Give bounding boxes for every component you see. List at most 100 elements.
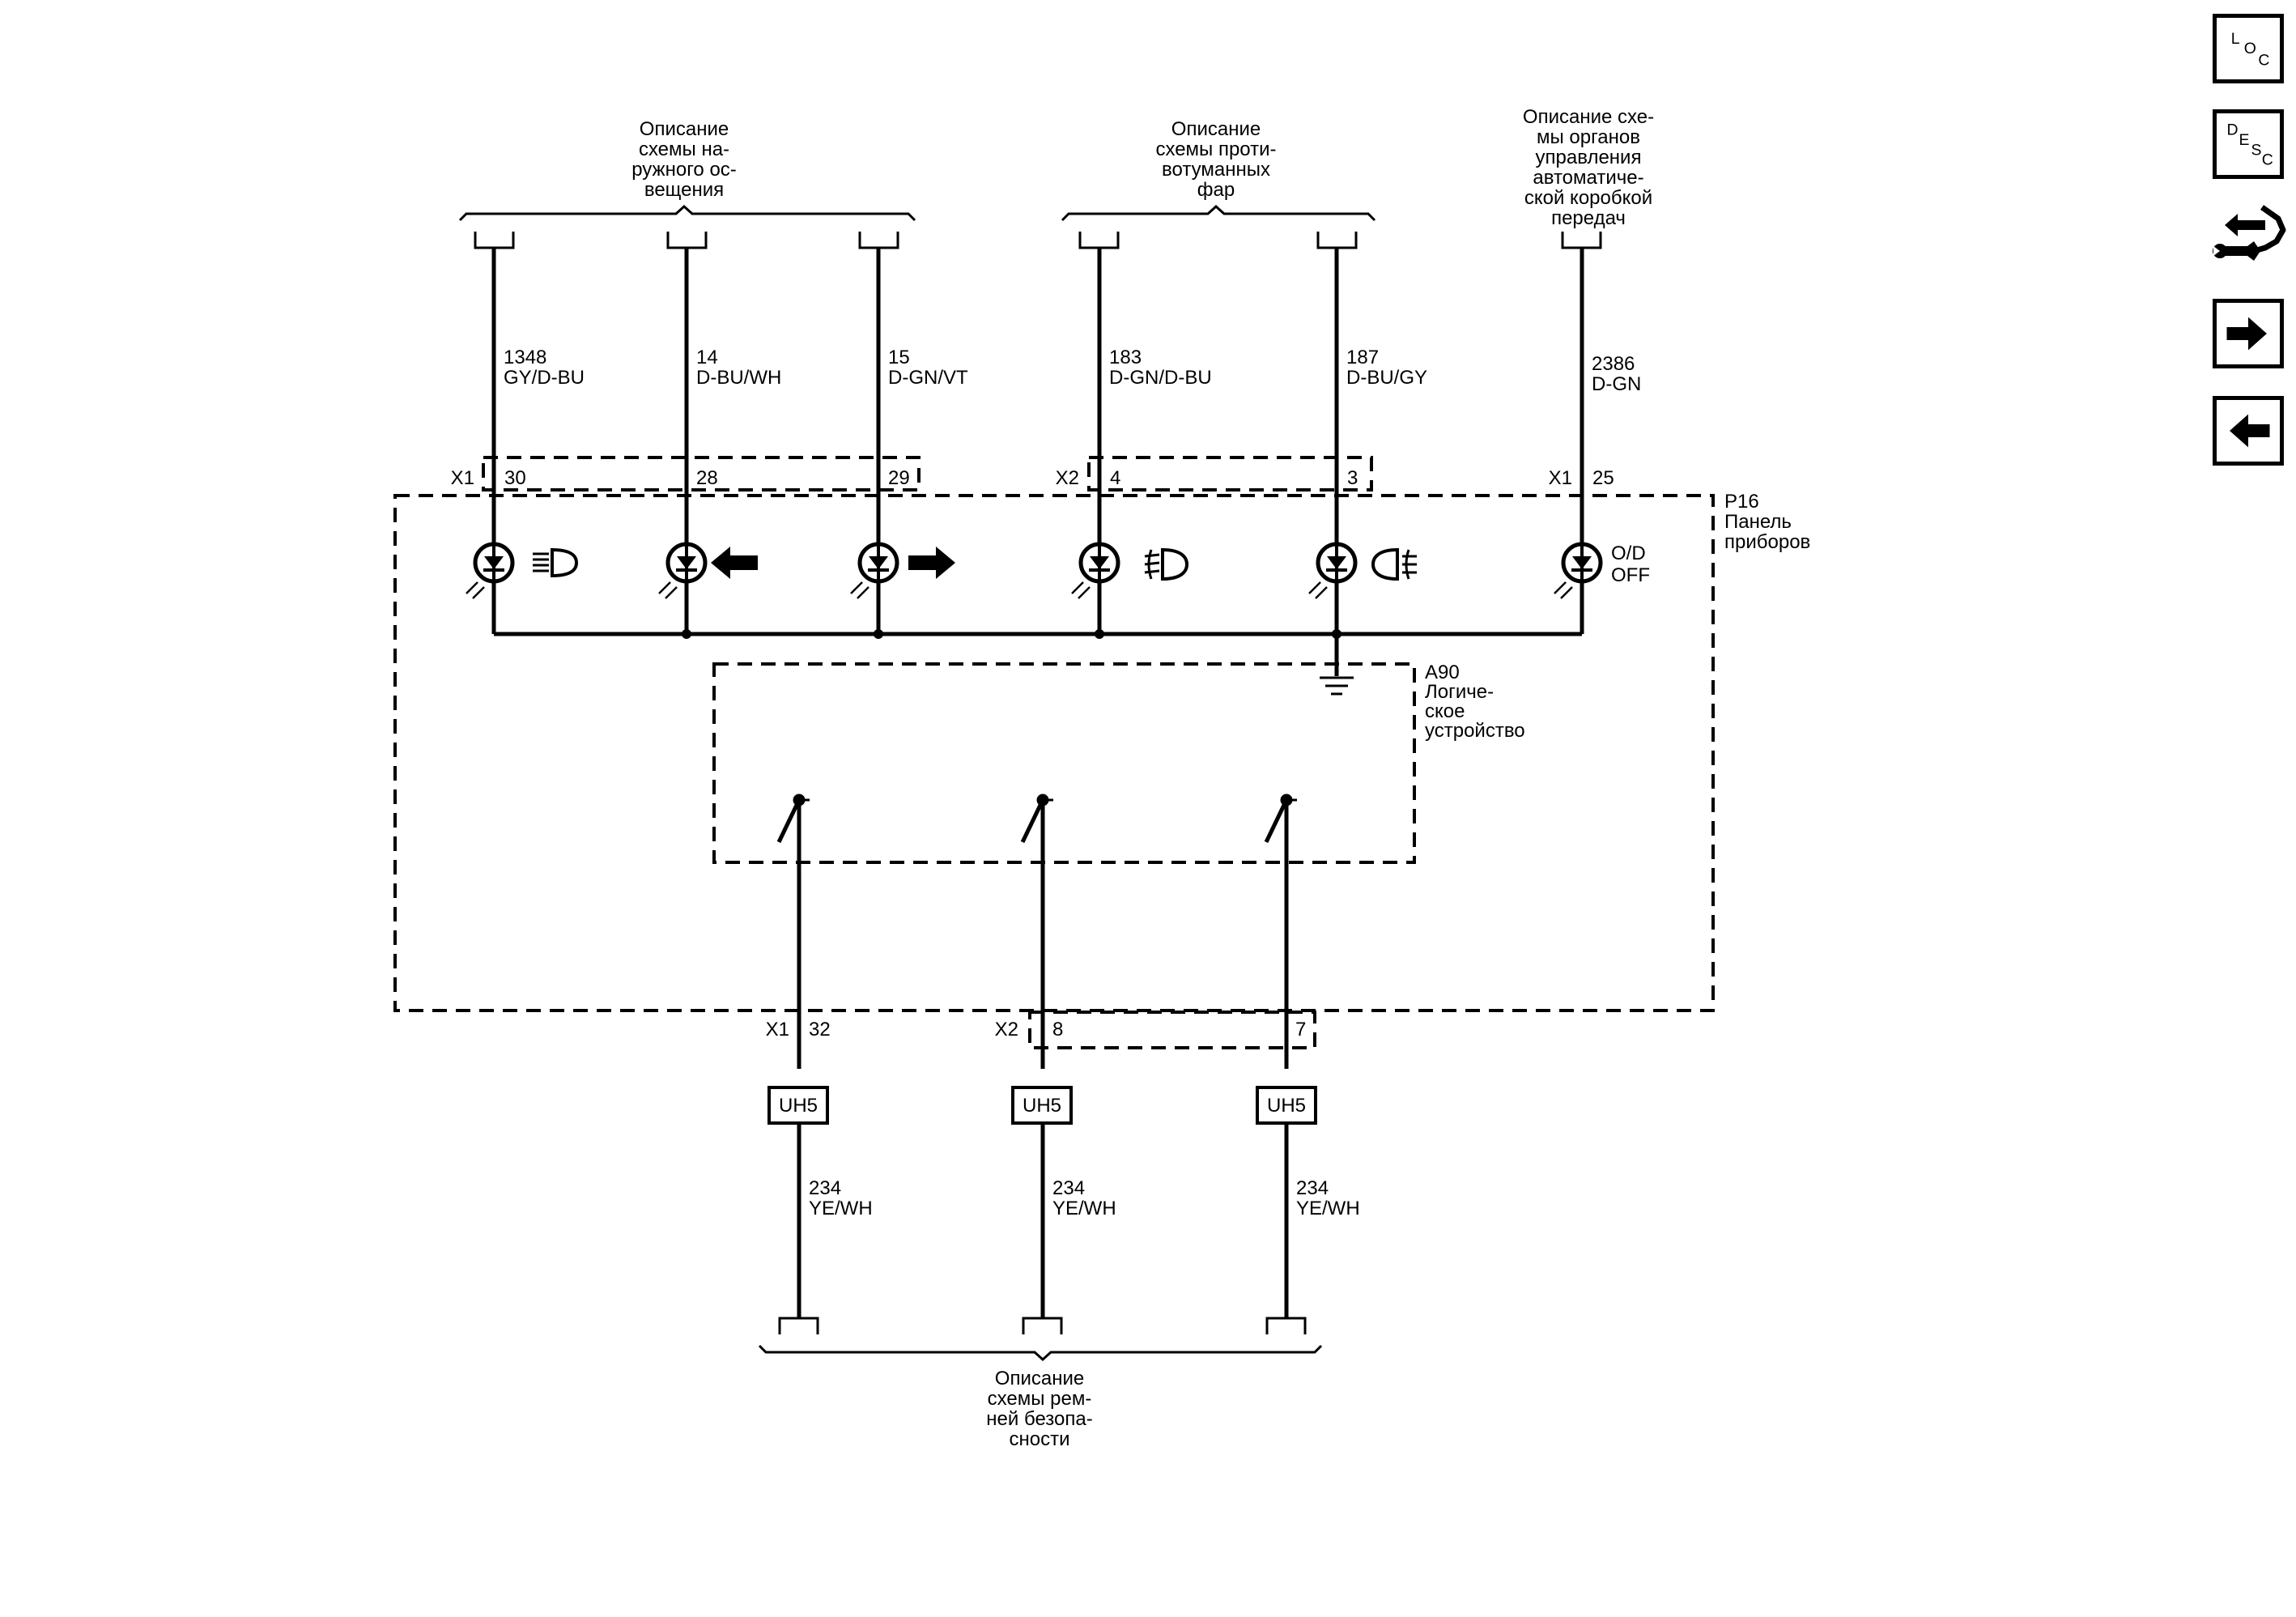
splice-dot [1095,629,1104,639]
led-indicator-icon [466,542,515,599]
component-name-line: приборов [1724,531,1810,553]
top-group-transmission-controls[interactable]: Описание схе- мы органов управления авто… [1523,106,1654,229]
group-label-line: передач [1551,207,1626,229]
pin-number: 4 [1110,467,1120,489]
wire-color: D-GN/D-BU [1109,367,1212,389]
option-box [1011,1086,1073,1125]
connector-symbol [1265,1317,1307,1334]
top-group-fog-lamps[interactable]: Описание схемы проти- вотуманных фар [1061,118,1376,222]
led-indicator-icon [1554,542,1603,599]
connector-symbol [1561,232,1602,249]
bottom-group-seat-belts[interactable]: Описание схемы рем- ней безопа- сности [758,1344,1323,1450]
top-pin-labels: X1 30 28 29 X2 4 3 X1 25 [451,467,1614,489]
group-label-line: фар [1197,179,1235,201]
arrow-left-icon [2230,414,2270,448]
group-label-line: автоматиче- [1533,167,1643,189]
pin-number: 28 [696,467,718,489]
previous-page-button[interactable] [2213,396,2284,466]
group-label-line: Описание схе- [1523,106,1654,128]
component-name-line: Панель [1724,511,1792,533]
wrench-arrows-icon [2213,205,2286,261]
repair-tools-button[interactable] [2209,194,2290,274]
switch-icon [1020,794,1053,1069]
pin-number: 7 [1295,1019,1306,1040]
group-label-line: ской коробкой [1524,187,1652,209]
led-indicator-icon [1308,542,1358,599]
desc-letter: E [2239,131,2250,149]
od-off-line: OFF [1611,564,1650,586]
circuit-number: 2386 [1592,353,1635,375]
logic-switches [776,794,1297,1069]
loc-letter: O [2244,40,2256,57]
connector-id: X1 [451,467,474,489]
circuit-number: 187 [1346,347,1379,368]
turn-right-arrow-icon [908,547,955,579]
pin-number: 8 [1052,1019,1063,1040]
circuit-number: 234 [809,1177,841,1199]
arrow-right-icon [2226,317,2267,351]
bottom-wire-labels: 234 YE/WH 234 YE/WH 234 YE/WH [809,1177,1360,1219]
high-beam-icon [533,547,579,578]
loc-button[interactable]: L O C [2213,14,2284,83]
bottom-pin-labels: X1 32 X2 8 7 [766,1019,1307,1040]
component-name-line: устройство [1425,720,1525,742]
top-connector-symbols [474,232,1602,249]
desc-letter: D [2226,121,2238,139]
component-name-line: ское [1425,700,1465,722]
wire-color: D-GN [1592,373,1641,395]
led-indicators [466,542,1603,599]
front-fog-lamp-icon [1144,547,1189,581]
circuit-number: 183 [1109,347,1142,368]
top-group-exterior-lighting[interactable]: Описание схемы на- ружного ос- вещения [458,118,916,222]
circuit-number: 234 [1296,1177,1329,1199]
wire-color: YE/WH [809,1198,873,1219]
wire-color: YE/WH [1296,1198,1360,1219]
group-label-line: схемы на- [639,138,729,160]
connector-id: X2 [995,1019,1018,1040]
connector-id: X1 [1549,467,1572,489]
splice-dot [682,629,691,639]
component-name-line: Логиче- [1425,681,1494,703]
led-indicator-icon [850,542,899,599]
circuit-number: 15 [888,347,910,368]
led-indicator-icon [1071,542,1120,599]
connector-symbol [1078,232,1120,249]
option-code: UH5 [779,1095,818,1117]
od-off-label: O/D OFF [1611,543,1650,586]
component-id: P16 [1724,491,1759,513]
splice-dots [682,629,1341,639]
od-off-line: O/D [1611,543,1646,564]
connector-x2-bottom-outline [1028,1011,1316,1049]
connector-symbol [474,232,515,249]
connector-x1-outline [482,456,921,491]
desc-letter: C [2262,151,2273,169]
connector-symbol [666,232,708,249]
turn-left-arrow-icon [711,547,758,579]
desc-button[interactable]: D E S C [2213,109,2284,179]
group-label-line: вотуманных [1162,159,1270,181]
group-label-line: Описание [640,118,729,140]
top-wires [491,248,1584,676]
option-box [1256,1086,1317,1125]
next-page-button[interactable] [2213,299,2284,368]
group-brace [1061,204,1376,222]
connector-id: X1 [766,1019,789,1040]
p16-label: P16 Панель приборов [1724,491,1810,553]
switch-icon [1264,794,1297,1069]
wire-color: D-BU/GY [1346,367,1427,389]
bottom-connector-symbols [778,1317,1307,1334]
option-code: UH5 [1023,1095,1061,1117]
bottom-wires [797,1123,1289,1318]
switch-icon [776,794,810,1069]
wire-color: D-GN/VT [888,367,968,389]
component-id: A90 [1425,662,1460,683]
pin-number: 32 [809,1019,831,1040]
connector-id: X2 [1056,467,1079,489]
pin-number: 30 [504,467,526,489]
group-label-line: схемы рем- [988,1388,1092,1410]
loc-letter: C [2258,51,2269,69]
connector-x2-outline [1087,456,1373,491]
group-brace [758,1344,1323,1362]
a90-label: A90 Логиче- ское устройство [1425,662,1525,742]
